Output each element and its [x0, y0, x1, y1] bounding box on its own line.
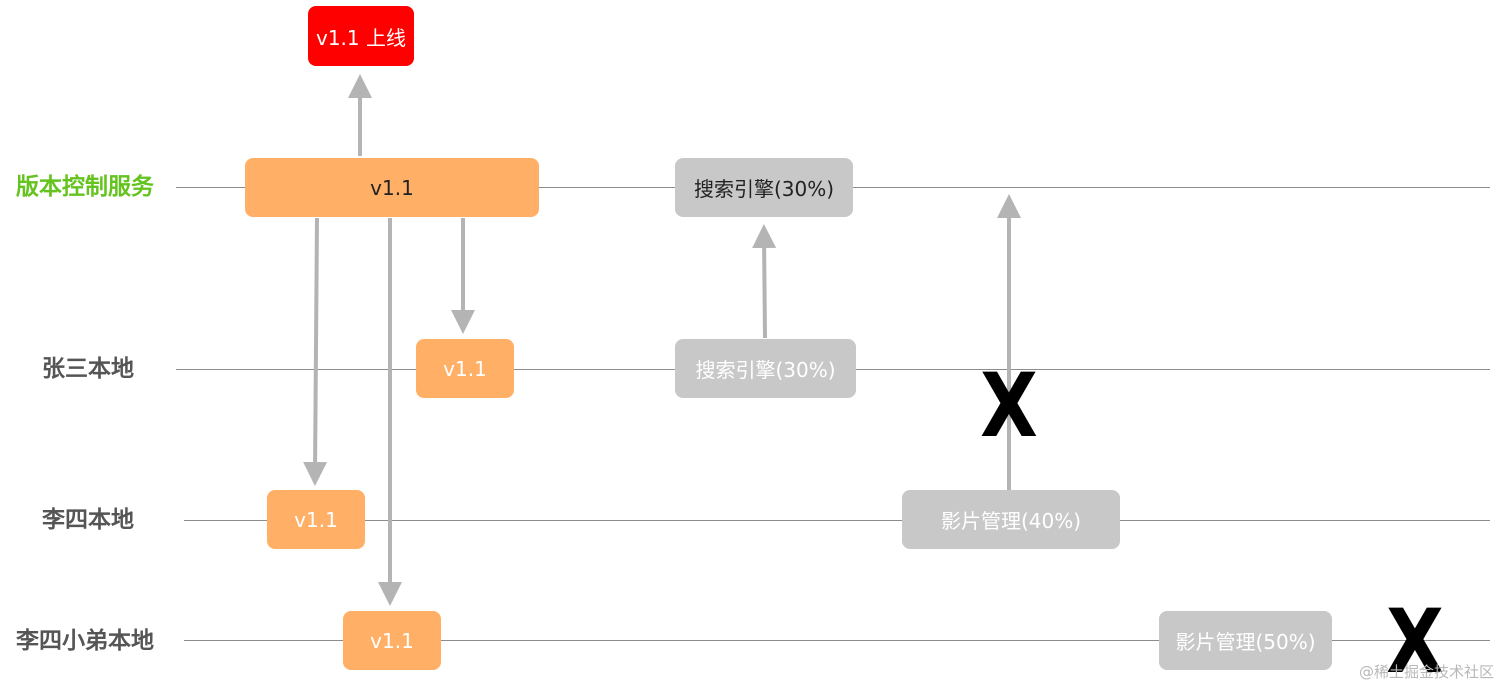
lane-label-version-control-service: 版本控制服务 — [16, 174, 154, 200]
service-version-box: v1.1 — [245, 158, 539, 217]
zhangsan-feature-box: 搜索引擎(30%) — [675, 339, 856, 398]
arrow-zhangsan-feature-up — [752, 224, 777, 339]
blocked-x-mark: X — [980, 354, 1038, 457]
lane-label-lisi-brother-local: 李四小弟本地 — [16, 628, 154, 654]
lisi-feature-box: 影片管理(40%) — [902, 490, 1120, 549]
blocked-x-mark: X — [1386, 590, 1444, 693]
watermark-text: @稀土掘金技术社区 — [1358, 663, 1494, 681]
service-feature-box: 搜索引擎(30%) — [675, 158, 853, 217]
release-box: v1.1 上线 — [308, 6, 414, 66]
lane-line-lisi-brother — [184, 640, 1490, 641]
lane-label-zhangsan-local: 张三本地 — [42, 356, 134, 382]
lisi-version-box: v1.1 — [267, 490, 365, 549]
zhangsan-version-box: v1.1 — [416, 339, 514, 398]
brother-version-box: v1.1 — [343, 611, 441, 670]
lane-label-lisi-local: 李四本地 — [42, 507, 134, 533]
arrow-to-lisi — [303, 217, 328, 486]
lane-line-lisi — [184, 520, 1490, 521]
brother-feature-box: 影片管理(50%) — [1159, 611, 1332, 670]
